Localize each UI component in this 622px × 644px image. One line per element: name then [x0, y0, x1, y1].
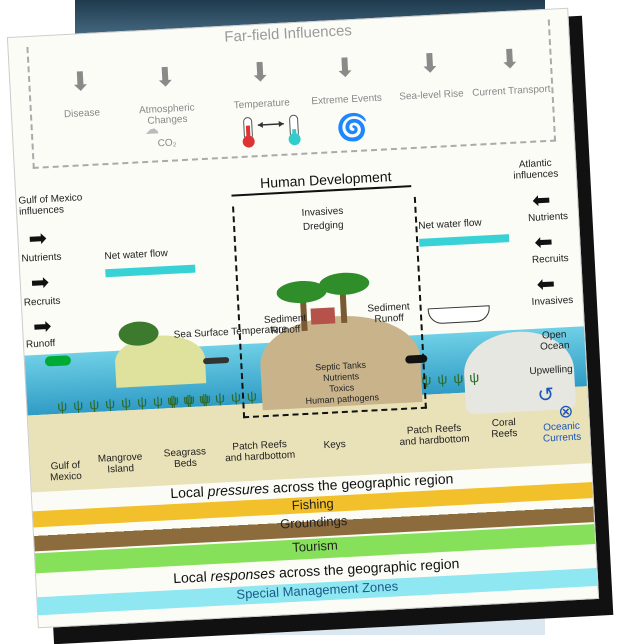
right-arrow-icon: ➡ [32, 313, 53, 340]
habitat-label: Patch Reefs and hardbottom [399, 422, 470, 449]
net-water-flow-label: Net water flow [418, 217, 482, 232]
far-field-item: Disease [63, 107, 101, 121]
down-arrow-icon: ⬇ [68, 65, 92, 97]
far-field-item: Atmospheric Changes [138, 102, 195, 127]
oceanic-currents-label: Oceanic Currents [542, 420, 582, 445]
left-arrow-icon: ⬅ [531, 186, 552, 213]
net-water-flow-label: Net water flow [104, 247, 169, 263]
down-arrow-icon: ⬇ [153, 61, 177, 93]
far-field-item: Extreme Events [311, 92, 383, 108]
far-field-item: Current Transport [471, 83, 551, 99]
down-arrow-icon: ⬇ [418, 47, 442, 79]
down-arrow-icon: ⬇ [248, 56, 272, 88]
right-arrow-icon: ➡ [27, 225, 48, 252]
far-field-box: Far-field Influences ⬇ ⬇ ⬇ ⬇ ⬇ ⬇ Disease… [26, 11, 557, 169]
left-arrow-icon: ⬅ [535, 270, 556, 297]
jetski-icon [44, 355, 72, 367]
atlantic-influence-item: Recruits [531, 253, 569, 266]
gulf-influences-label: Gulf of Mexico influences [18, 192, 83, 218]
co2-label: CO₂ [157, 137, 177, 150]
down-arrow-icon: ⬇ [333, 51, 357, 84]
gulf-influence-item: Runoff [25, 338, 56, 351]
ecosystem-poster: Far-field Influences ⬇ ⬇ ⬇ ⬇ ⬇ ⬇ Disease… [6, 7, 600, 629]
seagrass-icon: ψψψψ [420, 368, 486, 388]
atlantic-influence-item: Invasives [531, 294, 574, 309]
boat-icon [427, 305, 491, 325]
habitat-label: Patch Reefs and hardbottom [224, 439, 296, 465]
gulf-influence-item: Recruits [23, 295, 61, 309]
far-field-item: Temperature [233, 97, 291, 112]
habitat-label: Seagrass Beds [163, 446, 207, 470]
net-water-flow-arrow [419, 234, 510, 247]
atlantic-influence-item: Nutrients [527, 210, 569, 225]
right-arrow-icon: ➡ [30, 269, 50, 296]
net-water-flow-arrow [105, 264, 196, 278]
atlantic-influences-label: Atlantic influences [513, 157, 559, 182]
habitat-label: Gulf of Mexico [49, 459, 83, 484]
far-field-item: Sea-level Rise [399, 88, 465, 103]
habitat-label: Mangrove Island [97, 451, 143, 476]
upwelling-arrow-icon: ↺ [536, 383, 555, 407]
sediment-runoff-label: Sediment Runoff [367, 301, 410, 326]
current-into-page-icon: ⊗ [557, 400, 574, 422]
cloud-icon: ☁ [144, 120, 160, 138]
habitat-label: Coral Reefs [491, 417, 518, 441]
open-ocean-label: Open Ocean [539, 329, 570, 353]
hurricane-icon: 🌀 [335, 111, 370, 143]
thermometer-icon [242, 114, 301, 148]
left-arrow-icon: ⬅ [533, 228, 554, 255]
down-arrow-icon: ⬇ [498, 43, 522, 75]
gulf-influence-item: Nutrients [21, 251, 62, 265]
